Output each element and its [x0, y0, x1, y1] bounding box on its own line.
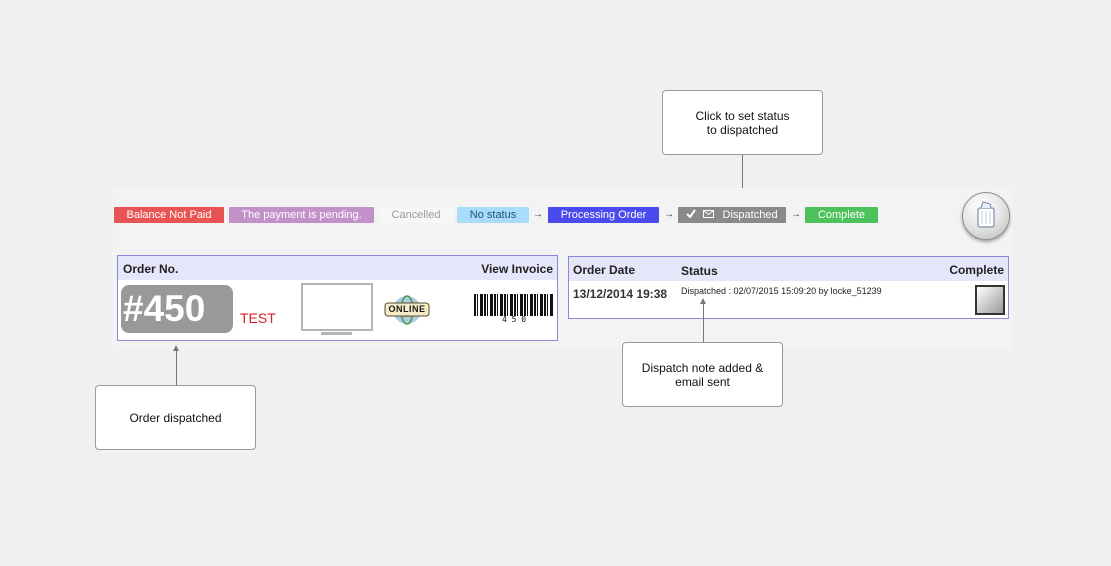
status-card-header: Order Date Status Complete — [569, 257, 1008, 281]
check-icon — [686, 207, 697, 223]
status-no-status[interactable]: No status — [457, 207, 529, 223]
status-arrow-3: → — [791, 209, 801, 220]
order-date-heading: Order Date — [573, 263, 636, 277]
envelope-icon — [703, 207, 715, 223]
order-callout-connector — [176, 351, 177, 385]
test-label: TEST — [240, 310, 276, 326]
complete-checkbox[interactable] — [975, 285, 1005, 315]
callout-connector — [742, 155, 743, 195]
callout-order-dispatched-text: Order dispatched — [129, 410, 222, 425]
order-no-heading: Order No. — [123, 262, 179, 276]
online-globe-icon: ONLINE — [384, 294, 430, 326]
view-invoice-link[interactable]: View Invoice — [481, 262, 553, 276]
order-date-value: 13/12/2014 19:38 — [573, 287, 668, 301]
callout-dispatch-note: Dispatch note added & email sent — [622, 342, 783, 407]
status-dispatched[interactable]: Dispatched — [678, 207, 786, 223]
order-callout-arrow-tip — [173, 345, 179, 351]
dispatch-callout-arrow-tip — [700, 298, 706, 304]
order-number-badge: #450 — [121, 285, 233, 333]
status-balance-not-paid[interactable]: Balance Not Paid — [114, 207, 224, 223]
barcode-number: 4 5 0 — [501, 315, 527, 324]
status-card: Order Date Status Complete 13/12/2014 19… — [568, 256, 1009, 319]
status-processing-order[interactable]: Processing Order — [548, 207, 659, 223]
status-dispatched-label: Dispatched — [722, 209, 778, 221]
status-payment-pending[interactable]: The payment is pending. — [229, 207, 374, 223]
dispatch-callout-connector — [703, 304, 704, 342]
barcode-bars — [474, 294, 554, 316]
barcode-icon: 4 5 0 — [474, 294, 554, 326]
status-arrow-2: → — [664, 209, 674, 220]
callout-set-dispatched-line2: to dispatched — [706, 122, 779, 137]
order-card: Order No. View Invoice #450 TEST ONLINE … — [117, 255, 558, 341]
callout-dispatch-note-line1: Dispatch note added & — [641, 360, 764, 375]
online-badge-text: ONLINE — [388, 304, 426, 314]
status-cancelled[interactable]: Cancelled — [379, 207, 453, 223]
callout-order-dispatched: Order dispatched — [95, 385, 256, 450]
trash-icon[interactable] — [962, 192, 1010, 240]
complete-heading: Complete — [949, 263, 1004, 277]
callout-set-dispatched: Click to set status to dispatched — [662, 90, 823, 155]
status-history-text: Dispatched : 02/07/2015 15:09:20 by lock… — [681, 286, 882, 296]
status-heading: Status — [681, 264, 718, 278]
order-card-header: Order No. View Invoice — [118, 256, 557, 280]
status-arrow-1: → — [533, 209, 543, 220]
status-complete[interactable]: Complete — [805, 207, 878, 223]
monitor-icon — [301, 283, 375, 342]
callout-set-dispatched-line1: Click to set status — [695, 108, 790, 123]
callout-dispatch-note-line2: email sent — [675, 374, 730, 389]
